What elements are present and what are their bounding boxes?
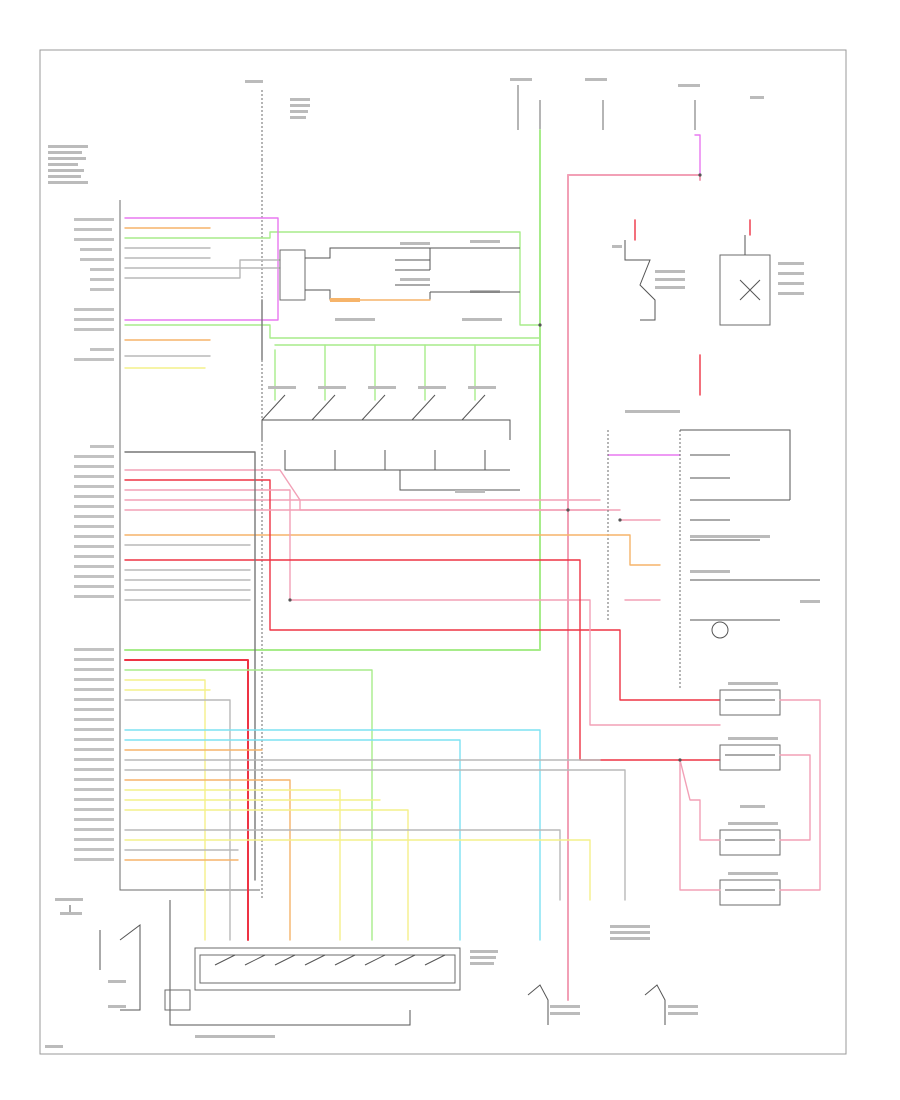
bottom-right-switches (527, 925, 698, 1025)
top-power-feeds (245, 78, 764, 160)
right-upper-components (612, 219, 804, 396)
upper-connector-stubs (124, 227, 281, 369)
junction-dots (288, 173, 702, 762)
module-pin-labels (74, 218, 114, 861)
switch-bank-middle (261, 318, 520, 493)
main-control-module (48, 145, 263, 900)
lower-harness (124, 659, 626, 941)
bottom-switch-module (164, 900, 498, 1038)
middle-wire-group (124, 451, 721, 881)
feed-violet (124, 134, 701, 456)
relay-group-upper (279, 240, 520, 302)
ground-switch-left (45, 898, 141, 1048)
motor-group-right (679, 682, 821, 906)
feed-lightgreen (124, 129, 541, 651)
right-seat-module (124, 410, 820, 690)
feed-pink-right (124, 174, 701, 1001)
diagram-frame (39, 49, 847, 1055)
